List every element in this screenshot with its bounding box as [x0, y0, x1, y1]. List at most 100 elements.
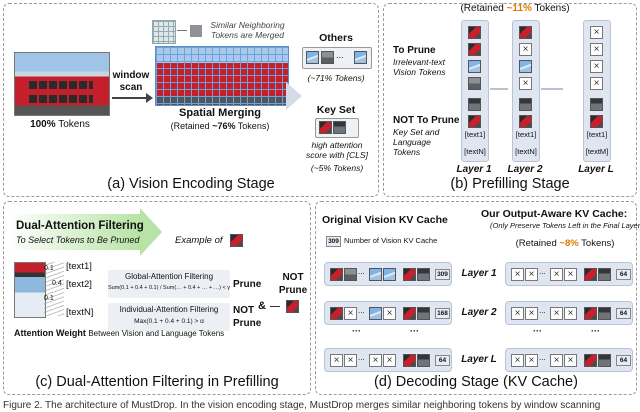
token-dark	[598, 354, 611, 367]
example-label: Example of	[175, 235, 223, 246]
individual-filter-label: Individual-Attention Filtering	[119, 305, 219, 314]
keyset-label: Key Set	[316, 104, 356, 116]
weight-0-1-a: 0.1	[44, 265, 54, 272]
ours-kv-title: Our Output-Aware KV Cache:	[481, 208, 628, 220]
token-bus	[468, 26, 481, 39]
layerL-textM: [textM]	[585, 147, 609, 156]
global-filter-label: Global-Attention Filtering	[124, 272, 214, 281]
pruned-token-icon: ×	[550, 307, 563, 320]
token-sky	[519, 60, 532, 73]
dual-attention-title: Dual-Attention Filtering	[16, 220, 144, 232]
layer2-text1: [text1]	[515, 130, 537, 139]
token-bus	[319, 121, 332, 134]
token-grey	[468, 77, 481, 90]
pruned-token-icon: ×	[330, 354, 343, 367]
to-prune-desc: Irrelevant-text Vision Tokens	[393, 57, 446, 77]
pruned-token-icon: ×	[525, 268, 538, 281]
merge-legend-text: Similar Neighboring Tokens are Merged	[210, 20, 285, 40]
arrow-l1-l2	[490, 88, 508, 90]
orig-row-layerL: × × ... × × 64	[324, 348, 452, 372]
ellipsis: ...	[358, 267, 365, 276]
ours-kv-sub: (Only Preserve Tokens Left in the Final …	[490, 221, 640, 230]
ours-row-layer2: × × ... × × 64	[505, 301, 633, 325]
pruned-token-icon: ×	[383, 307, 396, 320]
token-dark	[333, 121, 346, 134]
pruned-token-icon: ×	[519, 43, 532, 56]
ours-retained: (Retained ~8% Tokens)	[515, 238, 615, 249]
window-scan-label: window scan	[112, 70, 150, 93]
count-badge: 309	[435, 269, 450, 280]
not-final: NOT	[282, 272, 304, 283]
ellipsis: ...	[358, 353, 365, 362]
panel-dual-attention	[3, 201, 311, 395]
global-filter-formula: Sum(0.1 + 0.4 + 0.1) / Sum(… + 0.4 + … +…	[108, 285, 230, 291]
token-bus	[519, 26, 532, 39]
decode-layer1-label: Layer 1	[461, 268, 497, 279]
pruned-token-icon: ×	[590, 77, 603, 90]
bus-image-original	[14, 52, 110, 116]
layer2-textN: [textN]	[515, 147, 537, 156]
pruned-token-icon: ×	[511, 354, 524, 367]
token-dark	[598, 307, 611, 320]
attention-weight-line: Attention Weight Between Vision and Lang…	[14, 328, 225, 338]
token-dark	[417, 307, 430, 320]
pruned-token-icon: ×	[525, 354, 538, 367]
keyset-desc: high attention score with [CLS]	[306, 140, 368, 160]
token-bus	[584, 268, 597, 281]
token-bus	[403, 307, 416, 320]
token-bus	[590, 115, 603, 128]
arrow-head-icon	[146, 93, 153, 103]
merged-token-icon	[190, 25, 202, 37]
ellipsis: ...	[539, 267, 546, 276]
final-token-icon	[286, 300, 299, 313]
ellipsis: ...	[539, 306, 546, 315]
token-sky	[306, 51, 319, 64]
pruned-token-icon: ×	[525, 307, 538, 320]
token-bus	[403, 354, 416, 367]
not-prune-label: NOT To Prune	[393, 115, 460, 126]
pruned-token-icon: ×	[344, 354, 357, 367]
others-token-box: ...	[302, 47, 372, 69]
token-bus	[519, 115, 532, 128]
layer1-label: Layer 1	[456, 164, 492, 175]
pruned-token-icon: ×	[564, 268, 577, 281]
prune-final: Prune	[278, 285, 308, 296]
individual-filter-formula: Max(0.1 + 0.4 + 0.1) > α	[134, 318, 204, 325]
layerL-column: × × × × [text1] [textM]	[583, 20, 611, 162]
merge-legend-grid-icon	[152, 20, 176, 44]
caption-a: (a) Vision Encoding Stage	[107, 176, 275, 192]
text2-label: [text2]	[66, 279, 92, 290]
token-sky	[354, 51, 367, 64]
legend-count-text: Number of Vision KV Cache	[344, 236, 438, 245]
layer1-text1: [text1]	[464, 130, 486, 139]
pruned-token-icon: ×	[511, 268, 524, 281]
token-bus	[330, 268, 343, 281]
ellipsis-vertical: ···	[591, 326, 600, 336]
arrow-icon	[177, 30, 187, 31]
ellipsis: ...	[336, 50, 344, 60]
token-sky	[468, 60, 481, 73]
individual-filter-box: Individual-Attention Filtering Max(0.1 +…	[108, 303, 230, 331]
orig-row-layer1: ... 309	[324, 262, 452, 286]
token-sky	[369, 307, 382, 320]
token-sky	[369, 268, 382, 281]
global-filter-box: Global-Attention Filtering Sum(0.1 + 0.4…	[108, 270, 230, 298]
pruned-token-icon: ×	[511, 307, 524, 320]
layer1-textN: [textN]	[464, 147, 486, 156]
attention-map	[14, 262, 46, 318]
not-label-1: NOT	[233, 305, 255, 316]
ours-row-layerL: × × ... × × 64	[505, 348, 633, 372]
token-bus	[468, 115, 481, 128]
caption-c: (c) Dual-Attention Filtering in Prefilli…	[35, 374, 279, 390]
pruned-token-icon: ×	[344, 307, 357, 320]
pruned-token-icon: ×	[590, 60, 603, 73]
legend-count-badge: 309	[326, 236, 341, 247]
count-badge: 64	[435, 355, 450, 366]
pruned-token-icon: ×	[519, 77, 532, 90]
panel-decoding	[315, 201, 637, 395]
token-dark	[590, 98, 603, 111]
pruned-token-icon: ×	[590, 26, 603, 39]
layer2-column: × × [text1] [textN]	[512, 20, 540, 162]
not-prune-desc: Key Set and Language Tokens	[393, 127, 440, 157]
token-dark	[468, 98, 481, 111]
